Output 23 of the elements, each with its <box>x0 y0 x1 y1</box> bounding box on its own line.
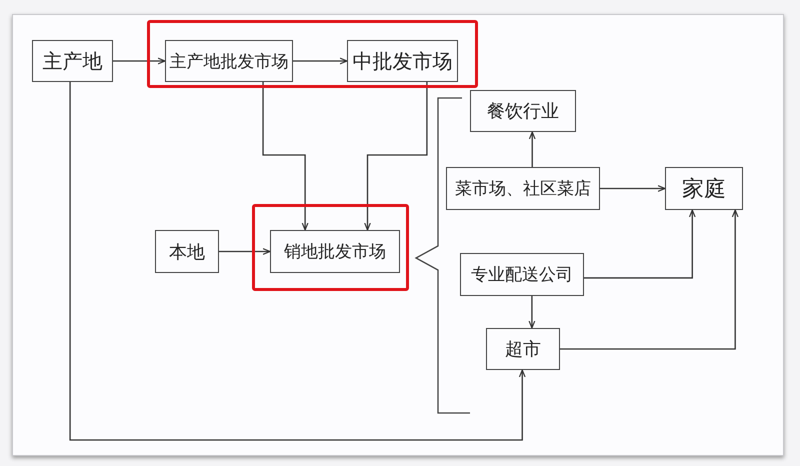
process-box: 中批发市场 <box>347 40 458 82</box>
process-box: 专业配送公司 <box>460 253 584 296</box>
arrow <box>560 209 739 350</box>
highlight-frame <box>147 20 478 88</box>
process-box: 销地批发市场 <box>270 230 400 273</box>
arrow <box>600 185 666 192</box>
process-box: 餐饮行业 <box>470 90 576 132</box>
process-box: 本地 <box>155 230 219 273</box>
arrow <box>113 58 166 64</box>
highlight-frame <box>252 204 409 291</box>
arrow <box>528 296 536 329</box>
arrow <box>219 248 271 255</box>
process-box: 菜市场、社区菜店 <box>446 167 600 210</box>
arrow <box>293 58 348 64</box>
arrow <box>584 209 696 279</box>
process-box: 主产地批发市场 <box>165 40 293 82</box>
process-box: 家庭 <box>665 167 743 210</box>
process-box: 超市 <box>486 328 560 370</box>
arrow <box>262 82 308 231</box>
arrow <box>528 131 536 167</box>
process-box: 主产地 <box>32 40 113 82</box>
arrow <box>364 82 428 231</box>
arrow <box>69 82 526 441</box>
